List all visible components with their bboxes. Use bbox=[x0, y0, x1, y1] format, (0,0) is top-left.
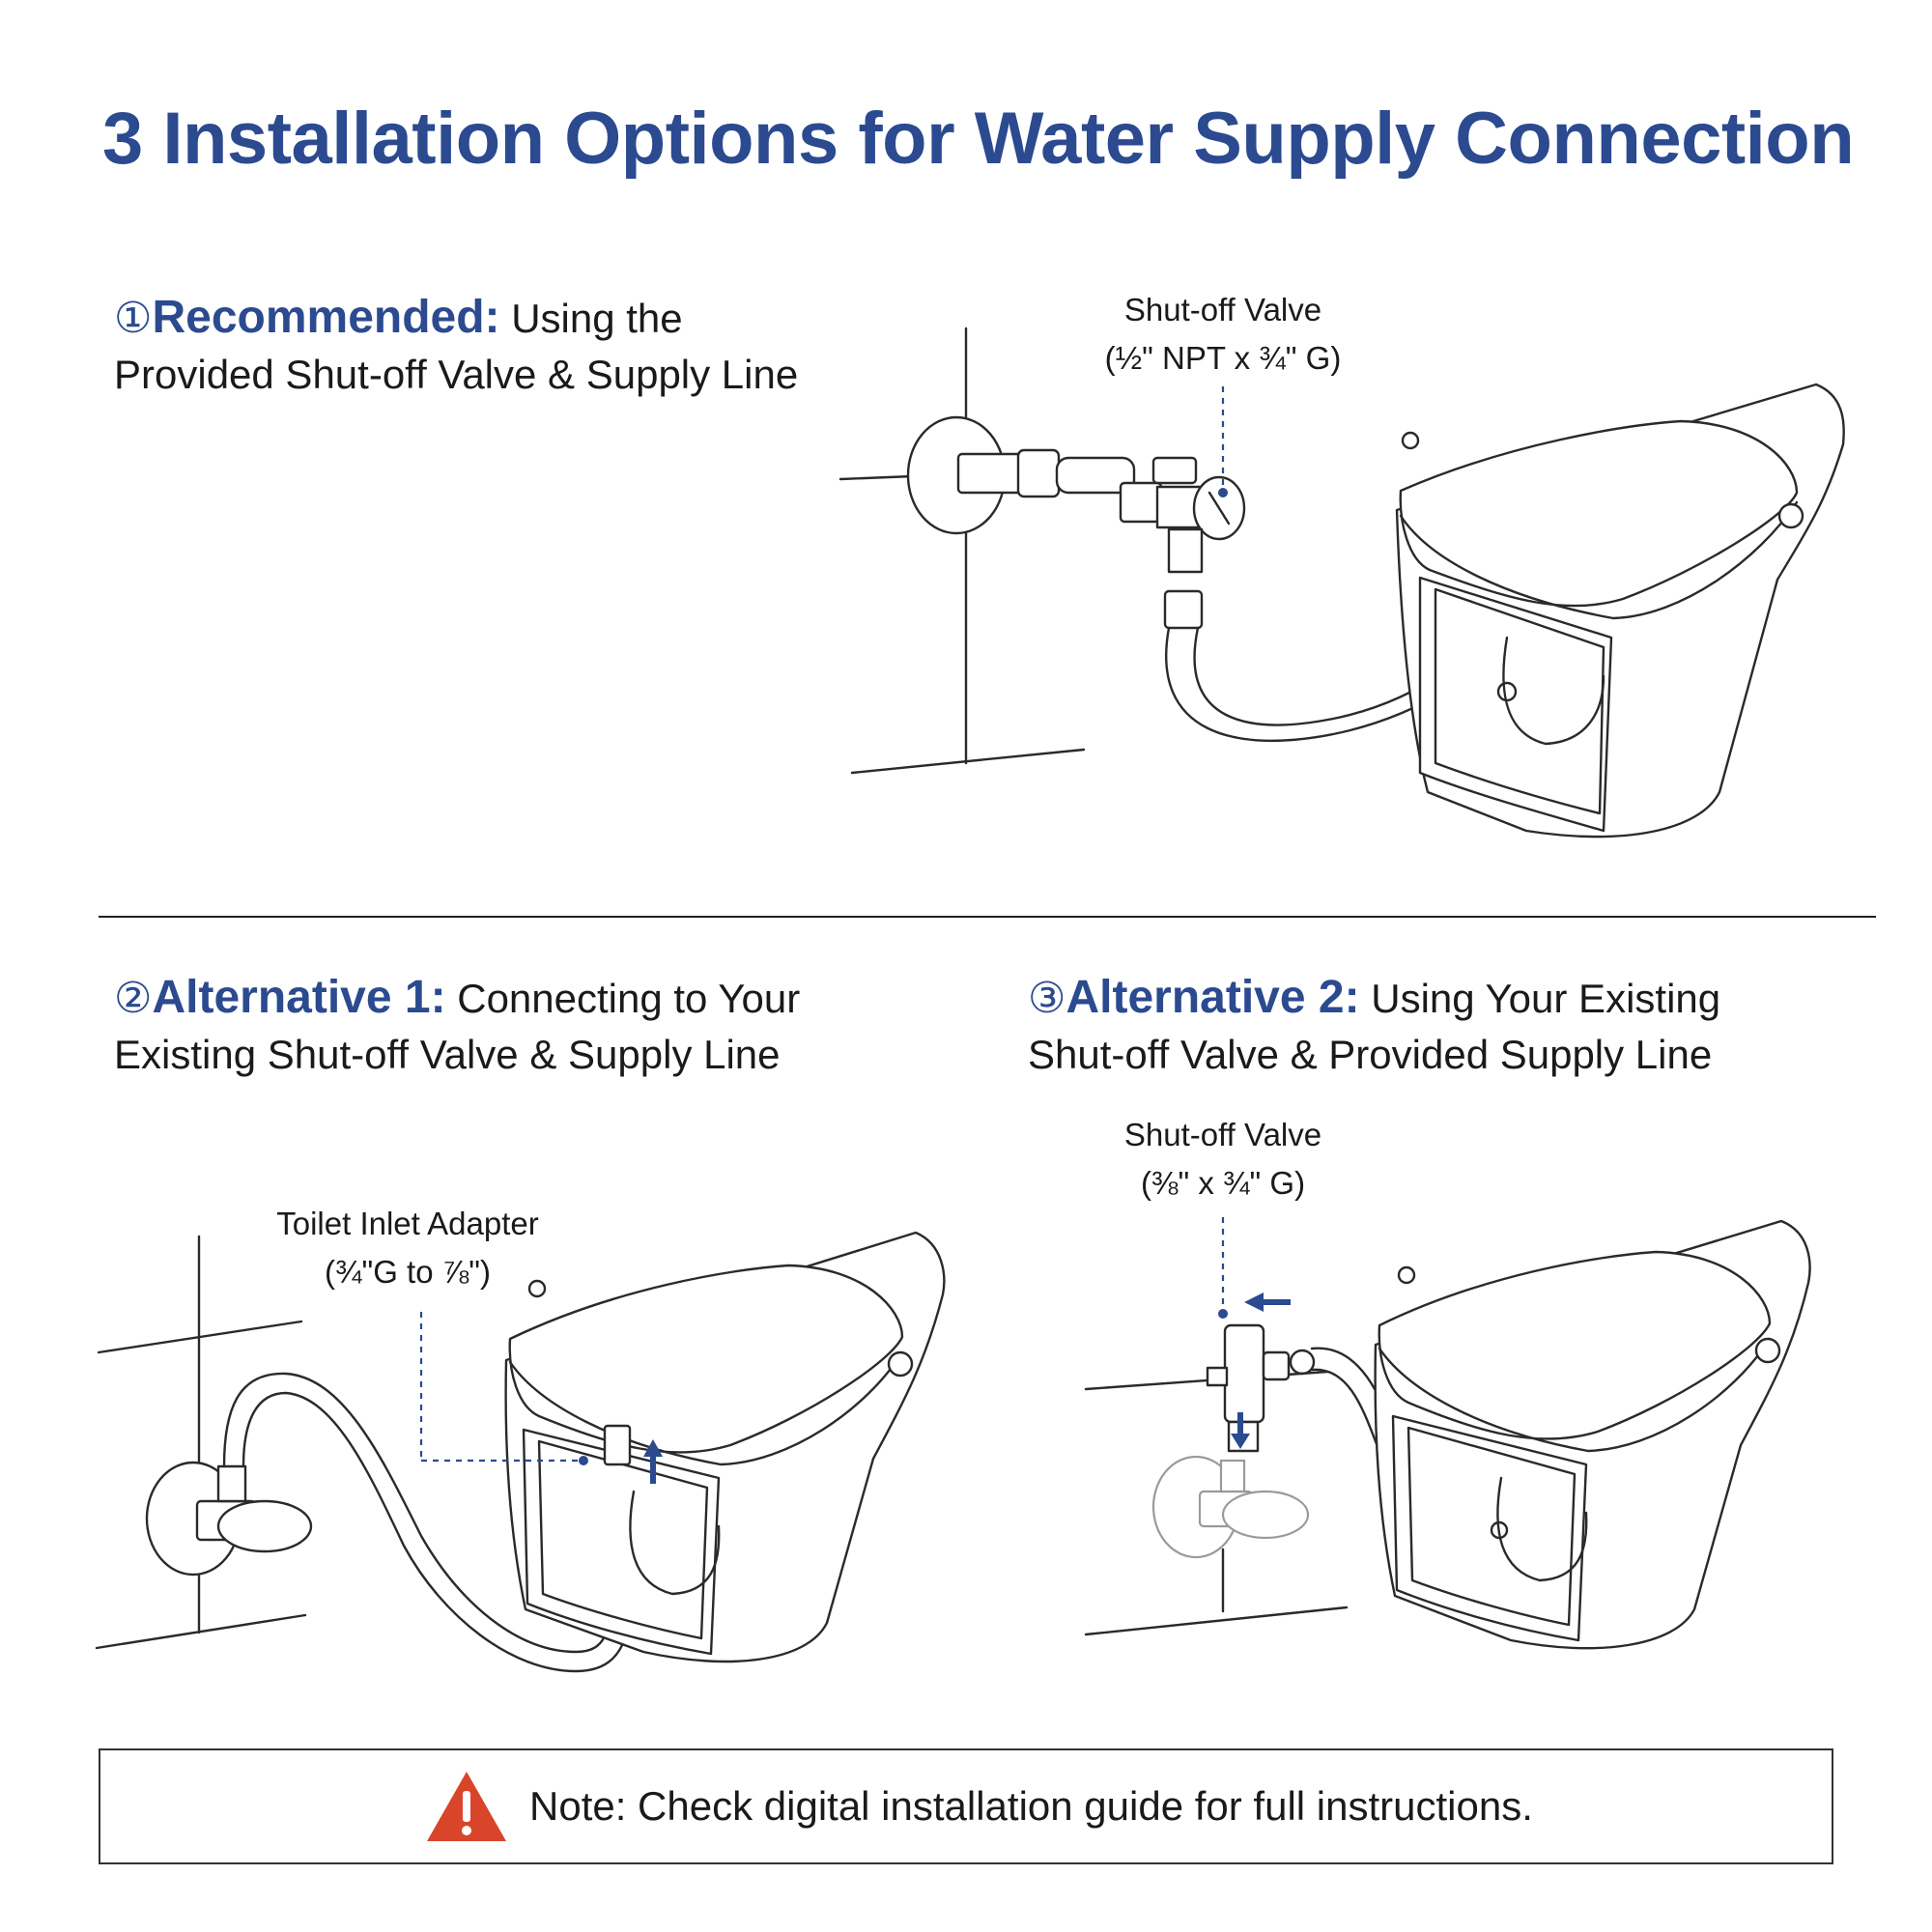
new-shut-off-valve bbox=[1206, 1217, 1316, 1453]
option-2-callout-line1: Toilet Inlet Adapter bbox=[276, 1206, 539, 1241]
option-2-callout: Toilet Inlet Adapter (¾"G to ⅞") bbox=[253, 1200, 562, 1296]
wall-corner bbox=[95, 1235, 307, 1650]
option-3-number: ③ bbox=[1028, 975, 1066, 1022]
note-box bbox=[99, 1748, 1833, 1864]
option-1-callout: Shut-off Valve (½" NPT x ¾" G) bbox=[1078, 286, 1368, 383]
wall-flange bbox=[906, 415, 1136, 535]
option-1-text-line1: Using the bbox=[499, 296, 683, 341]
option-1-illustration bbox=[838, 327, 1845, 838]
option-1-text-line2: Provided Shut-off Valve & Supply Line bbox=[114, 352, 799, 397]
option-2-text-line1: Connecting to Your bbox=[445, 976, 801, 1021]
option-2-illustration bbox=[95, 1231, 946, 1673]
option-1-number: ① bbox=[114, 295, 153, 342]
warning-triangle-icon bbox=[427, 1772, 506, 1841]
option-2-callout-line2: (¾"G to ⅞") bbox=[325, 1254, 491, 1290]
toilet-inlet-adapter bbox=[419, 1312, 663, 1484]
existing-shut-off-valve bbox=[1151, 1455, 1310, 1559]
option-3-illustration bbox=[1084, 1217, 1811, 1650]
page-title: 3 Installation Options for Water Supply … bbox=[102, 98, 1855, 180]
option-3-text-line1: Using Your Existing bbox=[1359, 976, 1721, 1021]
option-1-callout-line2: (½" NPT x ¾" G) bbox=[1104, 340, 1342, 376]
option-3-callout-line2: (⅜" x ¾" G) bbox=[1140, 1165, 1306, 1201]
existing-shut-off-valve bbox=[145, 1461, 313, 1577]
option-2-text-line2: Existing Shut-off Valve & Supply Line bbox=[114, 1032, 781, 1077]
option-3-heading: ③Alternative 2: Using Your Existing Shut… bbox=[1028, 970, 1859, 1083]
option-2-lead: Alternative 1: bbox=[152, 972, 446, 1023]
option-3-lead: Alternative 2: bbox=[1065, 972, 1360, 1023]
option-1-heading: ①Recommended: Using the Provided Shut-of… bbox=[114, 290, 848, 403]
option-2-number: ② bbox=[114, 975, 153, 1022]
toilet bbox=[1374, 1219, 1811, 1650]
option-1-lead: Recommended: bbox=[152, 292, 500, 343]
note-text: Note: Check digital installation guide f… bbox=[529, 1783, 1533, 1829]
toilet bbox=[1395, 383, 1845, 838]
option-3-callout: Shut-off Valve (⅜" x ¾" G) bbox=[1078, 1111, 1368, 1208]
section-divider bbox=[99, 916, 1876, 918]
wall-corner bbox=[838, 327, 1086, 775]
option-2-heading: ②Alternative 1: Connecting to Your Exist… bbox=[114, 970, 945, 1083]
option-1-callout-line1: Shut-off Valve bbox=[1123, 292, 1322, 327]
option-3-callout-line1: Shut-off Valve bbox=[1123, 1117, 1322, 1152]
toilet bbox=[504, 1231, 946, 1663]
shut-off-valve bbox=[1119, 456, 1246, 574]
option-3-text-line2: Shut-off Valve & Provided Supply Line bbox=[1028, 1032, 1713, 1077]
